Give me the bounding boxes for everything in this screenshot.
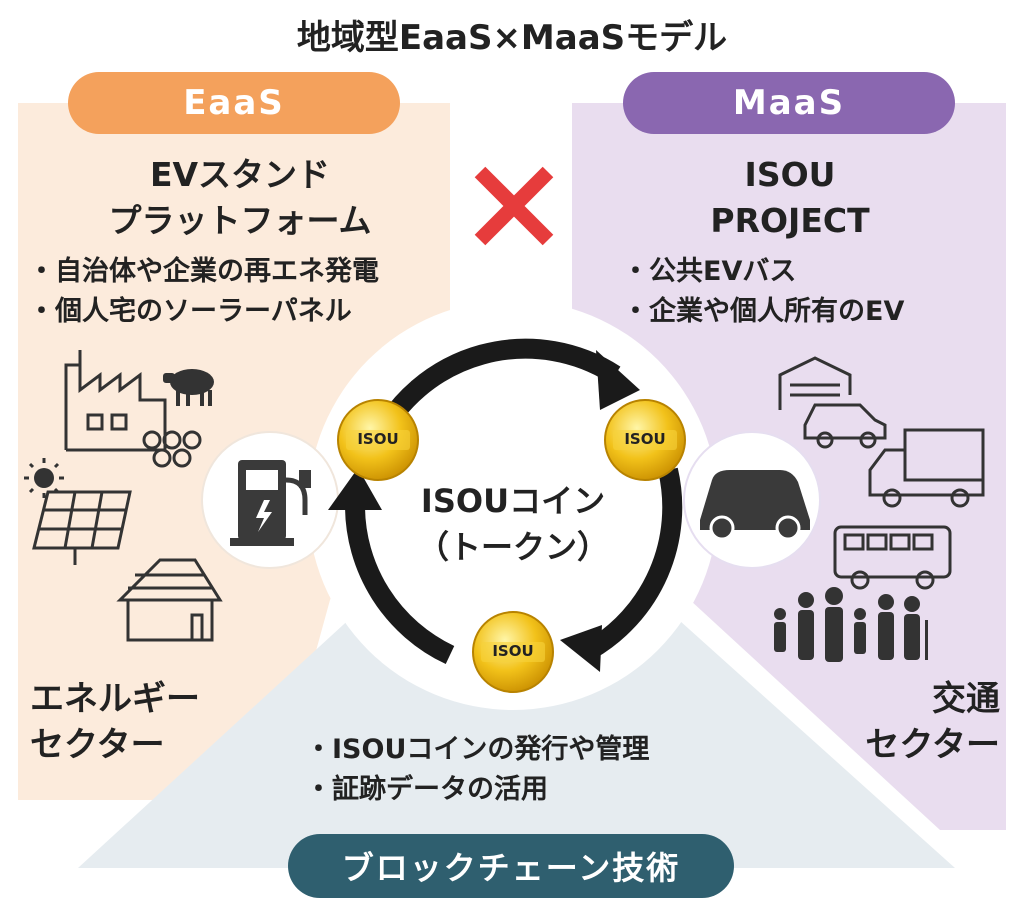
center-label-line1: ISOUコイン — [420, 482, 606, 520]
transport-sector-line1: 交通 — [932, 679, 1000, 719]
eaas-bullet-item: 自治体や企業の再エネ発電 — [28, 252, 448, 292]
eaas-heading-line1: EVスタンド — [149, 155, 331, 194]
energy-sector-line1: エネルギー — [30, 679, 200, 719]
maas-heading-line2: PROJECT — [710, 201, 870, 240]
coin-label: ISOU — [624, 430, 666, 448]
center-label-line2: （トークン） — [416, 528, 609, 566]
left-icon-circle — [201, 431, 339, 569]
maas-heading: ISOU PROJECT — [590, 152, 990, 244]
blockchain-bullet-item: ISOUコインの発行や管理 — [305, 730, 745, 770]
maas-bullet-list: 公共EVバス 企業や個人所有のEV — [622, 252, 1002, 332]
eaas-bullet-list: 自治体や企業の再エネ発電 個人宅のソーラーパネル — [28, 252, 448, 332]
maas-bullet-item: 公共EVバス — [622, 252, 1002, 292]
eaas-heading-line2: プラットフォーム — [108, 201, 372, 240]
page-title: 地域型EaaS×MaaSモデル — [296, 18, 728, 58]
maas-pill: MaaS — [623, 72, 955, 134]
coin-label: ISOU — [492, 642, 534, 660]
energy-sector-line2: セクター — [30, 725, 165, 765]
maas-heading-line1: ISOU — [744, 155, 836, 194]
right-icon-circle — [683, 431, 821, 569]
transport-sector-line2: セクター — [865, 725, 1000, 765]
blockchain-pill: ブロックチェーン技術 — [288, 834, 734, 898]
maas-bullet-item: 企業や個人所有のEV — [622, 292, 1002, 332]
blockchain-bullet-list: ISOUコインの発行や管理 証跡データの活用 — [305, 730, 745, 810]
coin-label: ISOU — [357, 430, 399, 448]
blockchain-bullet-item: 証跡データの活用 — [305, 770, 745, 810]
eaas-pill: EaaS — [68, 72, 400, 134]
eaas-heading: EVスタンド プラットフォーム — [40, 152, 440, 244]
transport-sector-label: 交通 セクター — [790, 676, 1000, 768]
energy-sector-label: エネルギー セクター — [30, 676, 250, 768]
eaas-bullet-item: 個人宅のソーラーパネル — [28, 292, 448, 332]
center-label: ISOUコイン （トークン） — [383, 478, 643, 570]
